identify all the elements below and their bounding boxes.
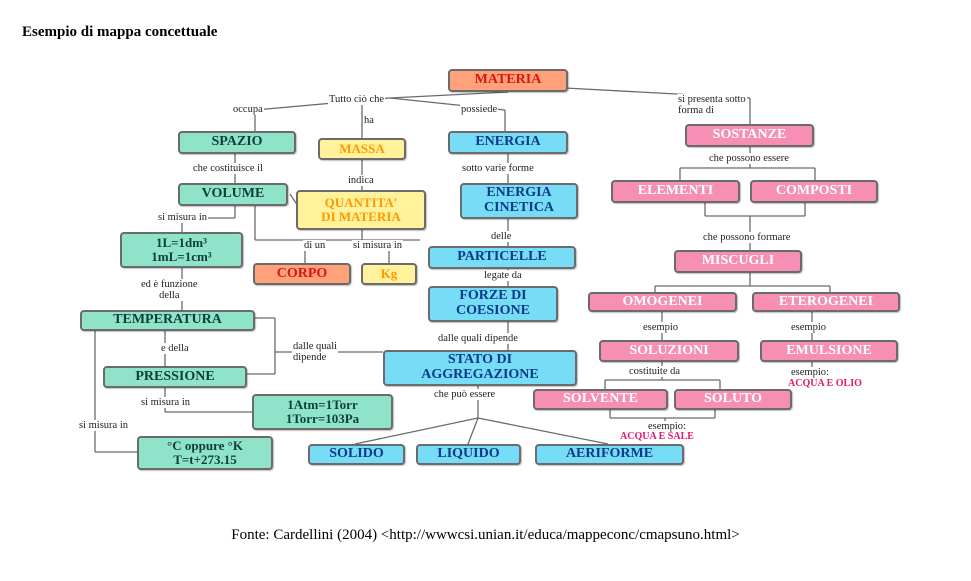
node-aeriforme: AERIFORME — [535, 444, 684, 465]
node-emulsione: EMULSIONE — [760, 340, 898, 362]
node-pressure-units: 1Atm=1Torr 1Torr=103Pa — [252, 394, 393, 430]
node-stato-di-aggregazione: STATO DI AGGREGAZIONE — [383, 350, 577, 386]
node-materia: MATERIA — [448, 69, 568, 92]
node-energia-cinetica: ENERGIA CINETICA — [460, 183, 578, 219]
node-massa: MASSA — [318, 138, 406, 160]
node-quantita-di-materia: QUANTITA' DI MATERIA — [296, 190, 426, 230]
example-acqua-e-olio: ACQUA E OLIO — [788, 378, 862, 389]
link-label-si-presenta: si presenta sotto forma di — [677, 94, 747, 117]
link-label-di-un: di un — [303, 240, 327, 252]
link-label-ed-e-funzione: ed è funzione della — [140, 279, 199, 302]
link-label-costituite-da: costituite da — [628, 366, 682, 378]
link-label-esempio-4: esempio: — [647, 421, 687, 433]
link-label-e-della: e della — [160, 343, 190, 355]
link-label-delle: delle — [490, 231, 513, 243]
node-volume: VOLUME — [178, 183, 288, 206]
link-label-possiede: possiede — [460, 104, 499, 116]
node-soluzioni: SOLUZIONI — [599, 340, 739, 362]
link-label-che-possono-formare: che possono formare — [702, 232, 792, 244]
example-acqua-e-sale: ACQUA E SALE — [620, 431, 694, 442]
link-label-dalle-quali-dipende-2: dalle quali dipende — [437, 333, 519, 345]
node-temperature-units: °C oppure °K T=t+273.15 — [137, 436, 273, 470]
link-label-si-misura-in-1: si misura in — [157, 212, 208, 224]
link-label-che-puo-essere: che può essere — [433, 389, 497, 401]
link-label-sotto-varie-forme: sotto varie forme — [461, 163, 535, 175]
page-title: Esempio di mappa concettuale — [22, 24, 218, 40]
link-label-occupa: occupa — [232, 104, 264, 116]
node-solido: SOLIDO — [308, 444, 405, 465]
link-label-esempio-1: esempio — [642, 322, 679, 334]
node-liquido: LIQUIDO — [416, 444, 521, 465]
node-forze-di-coesione: FORZE DI COESIONE — [428, 286, 558, 322]
node-sostanze: SOSTANZE — [685, 124, 814, 147]
node-miscugli: MISCUGLI — [674, 250, 802, 273]
node-spazio: SPAZIO — [178, 131, 296, 154]
link-label-che-possono-essere: che possono essere — [708, 153, 790, 165]
node-composti: COMPOSTI — [750, 180, 878, 203]
link-label-ha: ha — [363, 115, 375, 127]
node-elementi: ELEMENTI — [611, 180, 740, 203]
node-corpo: CORPO — [253, 263, 351, 285]
node-soluto: SOLUTO — [674, 389, 792, 410]
node-energia: ENERGIA — [448, 131, 568, 154]
node-kg: Kg — [361, 263, 417, 285]
link-label-esempio-3: esempio: — [790, 367, 830, 379]
node-solvente: SOLVENTE — [533, 389, 668, 410]
link-label-dalle-quali-dipende-1: dalle quali dipende — [292, 341, 339, 364]
node-pressione: PRESSIONE — [103, 366, 247, 388]
node-eterogenei: ETEROGENEI — [752, 292, 900, 312]
link-label-legate-da: legate da — [483, 270, 523, 282]
link-label-che-costituisce: che costituisce il — [192, 163, 264, 175]
link-label-esempio-2: esempio — [790, 322, 827, 334]
link-label-si-misura-in-4: si misura in — [78, 420, 129, 432]
link-label-si-misura-in-2: si misura in — [352, 240, 403, 252]
node-particelle: PARTICELLE — [428, 246, 576, 269]
link-label-si-misura-in-3: si misura in — [140, 397, 191, 409]
node-temperatura: TEMPERATURA — [80, 310, 255, 331]
link-label-indica: indica — [347, 175, 375, 187]
link-label-tutto-cio-che: Tutto ciò che — [328, 94, 386, 106]
node-omogenei: OMOGENEI — [588, 292, 737, 312]
source-caption: Fonte: Cardellini (2004) <http://wwwcsi.… — [231, 527, 740, 543]
node-volume-units: 1L=1dm³ 1mL=1cm³ — [120, 232, 243, 268]
